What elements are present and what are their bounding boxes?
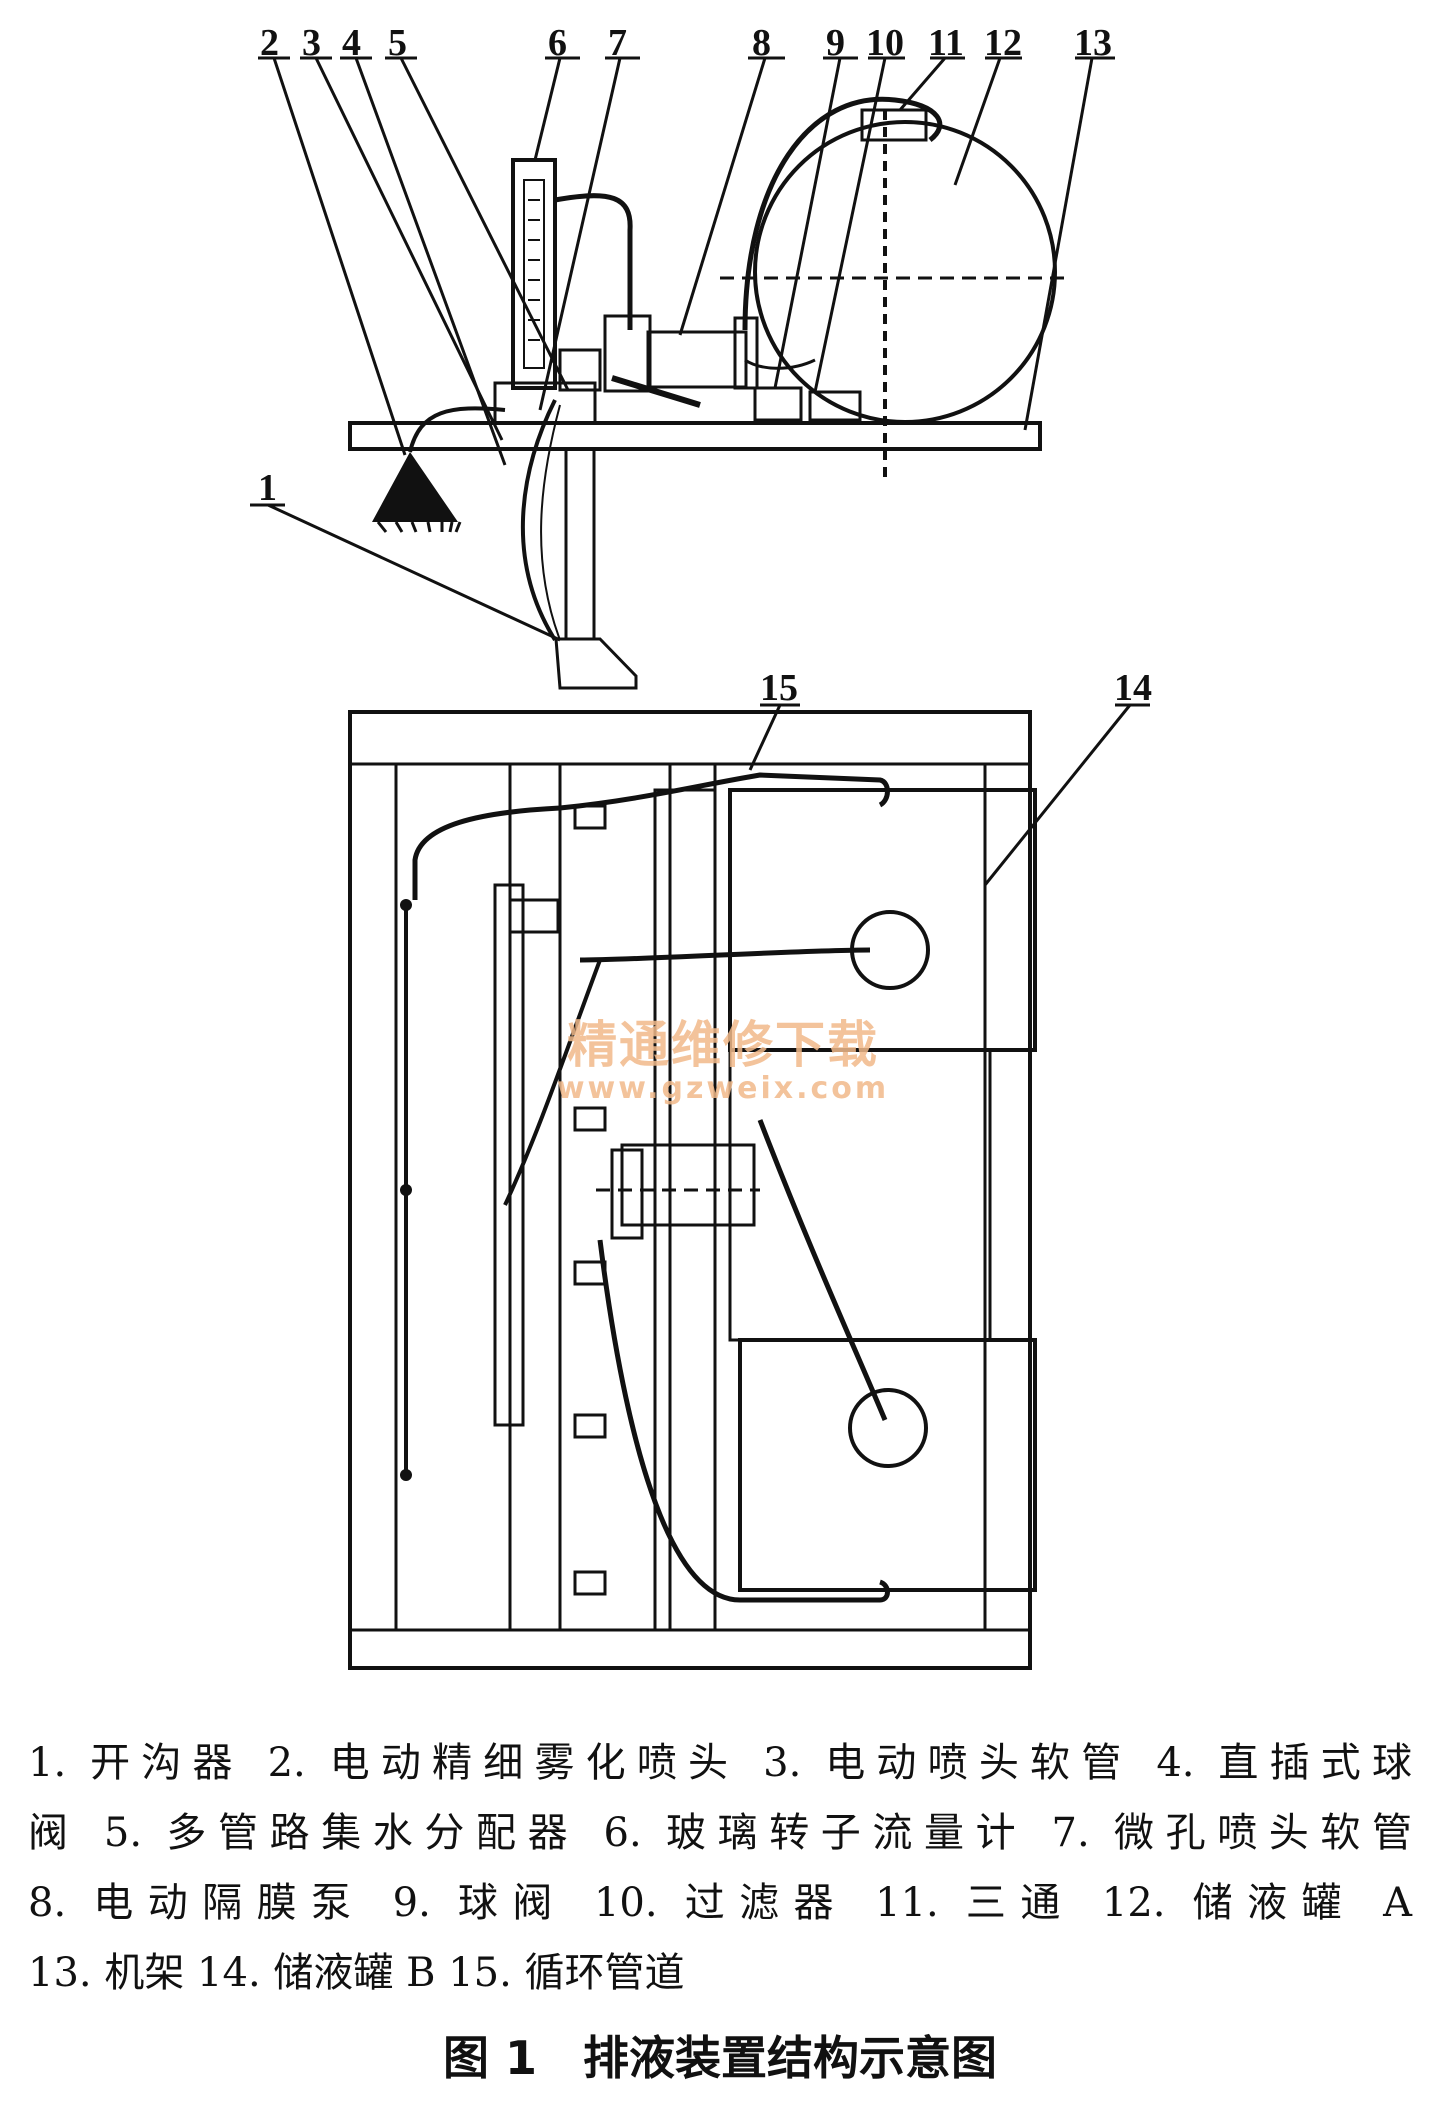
flowmeter	[511, 158, 557, 390]
spray-nozzle	[372, 452, 458, 522]
callout-13: 13	[1074, 22, 1112, 64]
top-leaders	[250, 56, 1115, 642]
furrow-opener	[554, 637, 638, 690]
side-elevation	[348, 96, 1064, 690]
return-hose	[742, 96, 943, 331]
callout-12: 12	[984, 22, 1022, 64]
micro-nozzle-hose	[520, 399, 557, 642]
callout-1: 1	[258, 467, 277, 509]
plan-view	[348, 710, 1037, 1670]
caption-line-2: 阀 5. 多管路集水分配器 6. 玻璃转子流量计 7. 微孔喷头软管	[28, 1810, 1412, 1856]
tank-b	[728, 1048, 992, 1342]
callouts: 2 3 4 5 6 7 8 9 10 11 12 13 1 15 14	[258, 22, 1152, 709]
diaphragm-pump	[646, 330, 748, 389]
callout-14: 14	[1114, 667, 1152, 709]
frame-plate	[348, 421, 1042, 451]
tank-a	[753, 120, 1057, 424]
circulation-pipe	[412, 772, 890, 900]
callout-3: 3	[302, 22, 321, 64]
diagram-figure: 2 3 4 5 6 7 8 9 10 11 12 13 1 15 14	[250, 22, 1152, 1670]
callout-8: 8	[752, 22, 771, 64]
callout-9: 9	[826, 22, 845, 64]
callout-7: 7	[608, 22, 627, 64]
legend-caption: 1. 开沟器 2. 电动精细雾化喷头 3. 电动喷头软管 4. 直插式球 阀 5…	[28, 1728, 1412, 2008]
callout-4: 4	[342, 22, 361, 64]
support-post	[564, 447, 596, 641]
caption-line-4: 13. 机架 14. 储液罐 B 15. 循环管道	[28, 1950, 685, 1996]
callout-2: 2	[260, 22, 279, 64]
callout-11: 11	[928, 22, 964, 64]
caption-line-3: 8. 电动隔膜泵 9. 球阀 10. 过滤器 11. 三通 12. 储液罐 A	[28, 1880, 1412, 1926]
callout-10: 10	[866, 22, 904, 64]
bottom-leaders	[748, 703, 1150, 886]
callout-6: 6	[548, 22, 567, 64]
figure-title: 图 1 排液装置结构示意图	[442, 2031, 998, 2085]
callout-15: 15	[760, 667, 798, 709]
diagram-svg: 2 3 4 5 6 7 8 9 10 11 12 13 1 15 14	[250, 22, 1152, 1670]
caption-line-1: 1. 开沟器 2. 电动精细雾化喷头 3. 电动喷头软管 4. 直插式球	[28, 1740, 1412, 1786]
callout-5: 5	[388, 22, 407, 64]
